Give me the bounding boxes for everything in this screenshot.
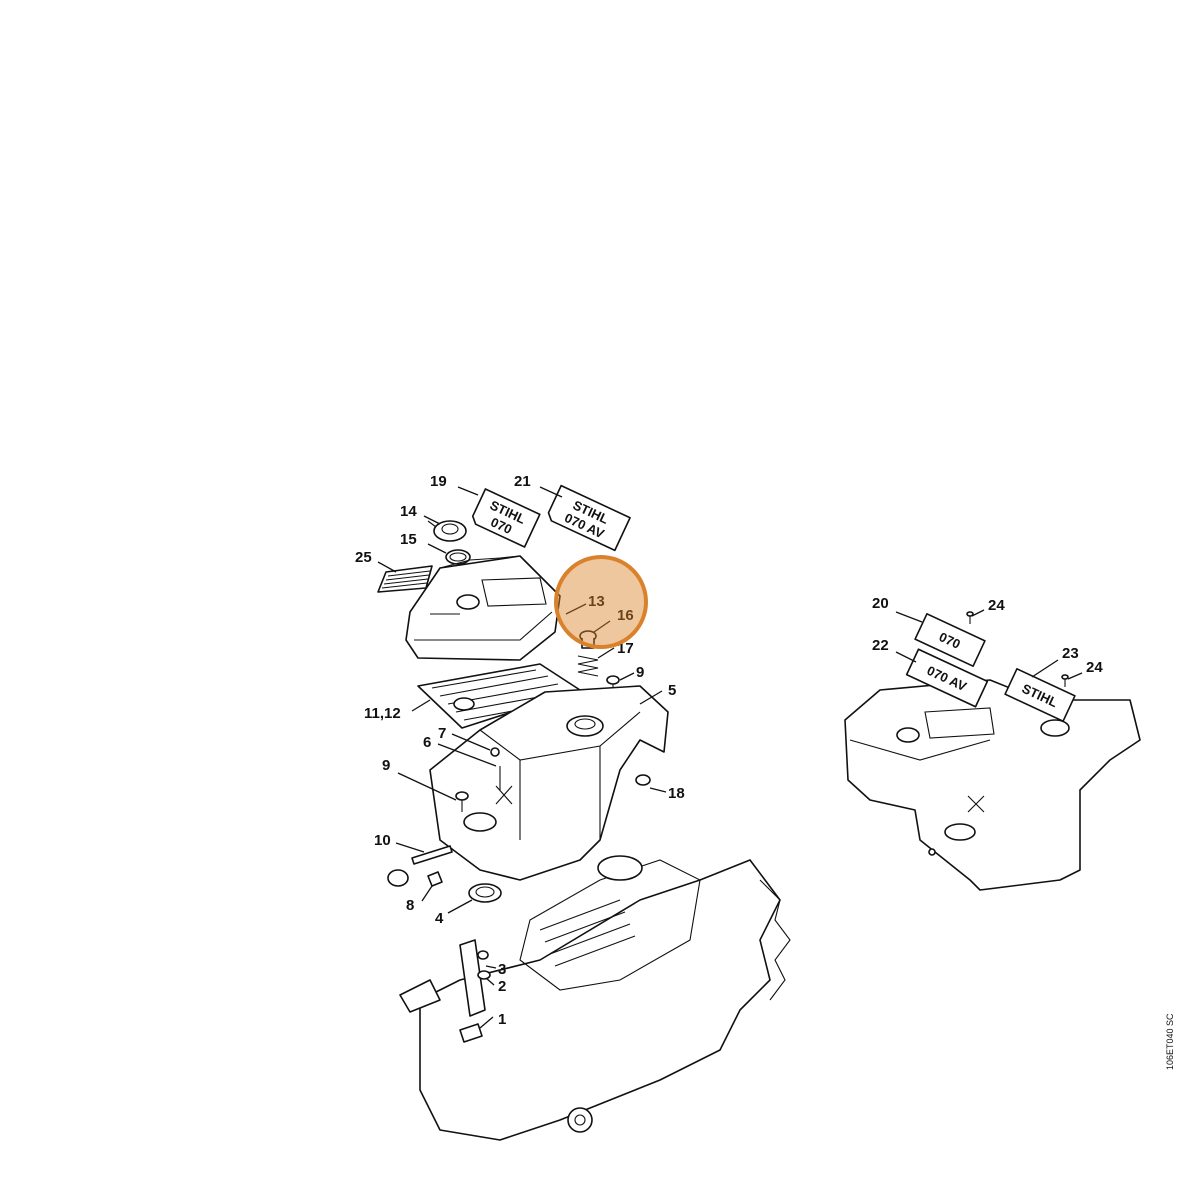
callout-5: 5 bbox=[668, 682, 676, 699]
grommet-4 bbox=[468, 883, 502, 903]
decal-19: STIHL 070 bbox=[471, 488, 541, 548]
callout-9-side: 9 bbox=[382, 757, 390, 774]
callout-7: 7 bbox=[438, 725, 446, 742]
filter-screen-25 bbox=[377, 565, 433, 593]
callout-21: 21 bbox=[514, 473, 531, 490]
air-filter-cover bbox=[405, 555, 561, 661]
shroud-5 bbox=[429, 685, 669, 881]
callout-6: 6 bbox=[423, 734, 431, 751]
callout-25: 25 bbox=[355, 549, 372, 566]
cap-14 bbox=[427, 520, 467, 542]
decal-20: 070 bbox=[914, 612, 986, 668]
callout-18: 18 bbox=[668, 785, 685, 802]
callout-4: 4 bbox=[435, 910, 444, 927]
clip-18 bbox=[635, 774, 651, 786]
spring-17 bbox=[577, 655, 599, 677]
callout-15: 15 bbox=[400, 531, 417, 548]
decal-23: STIHL bbox=[1004, 667, 1076, 723]
highlight-circle bbox=[554, 555, 648, 649]
callout-20: 20 bbox=[872, 595, 889, 612]
callout-14: 14 bbox=[400, 503, 417, 520]
callout-3: 3 bbox=[498, 961, 506, 978]
leader-lines bbox=[377, 486, 1083, 1029]
callout-24-lower: 24 bbox=[1086, 659, 1103, 676]
seal-ring-15 bbox=[445, 549, 471, 565]
callout-23: 23 bbox=[1062, 645, 1079, 662]
callout-11-12: 11,12 bbox=[364, 705, 401, 722]
callout-1: 1 bbox=[498, 1011, 506, 1028]
callout-8: 8 bbox=[406, 897, 414, 914]
screw-9-side bbox=[455, 791, 469, 812]
pin-24-lower bbox=[1061, 674, 1069, 687]
rod-10 bbox=[387, 845, 453, 887]
callout-13: 13 bbox=[588, 593, 605, 610]
callout-19: 19 bbox=[430, 473, 447, 490]
decal-21: STIHL 070 AV bbox=[547, 484, 631, 552]
callout-24-upper: 24 bbox=[988, 597, 1005, 614]
nut-8 bbox=[427, 871, 443, 887]
callout-labels: 19 21 14 15 25 13 16 17 9 5 11,12 7 6 9 … bbox=[355, 473, 1103, 1028]
callout-16: 16 bbox=[617, 607, 634, 624]
alt-cover-assembly bbox=[844, 679, 1141, 891]
callout-9-top: 9 bbox=[636, 664, 644, 681]
callout-10: 10 bbox=[374, 832, 391, 849]
air-filter-11-12 bbox=[417, 663, 581, 729]
bushing-7 bbox=[490, 747, 500, 757]
engine-housing bbox=[399, 855, 791, 1141]
drawing-code: 106ET040 SC bbox=[1165, 1013, 1175, 1070]
callout-2: 2 bbox=[498, 978, 506, 995]
pin-24-upper bbox=[966, 611, 974, 624]
callout-22: 22 bbox=[872, 637, 889, 654]
